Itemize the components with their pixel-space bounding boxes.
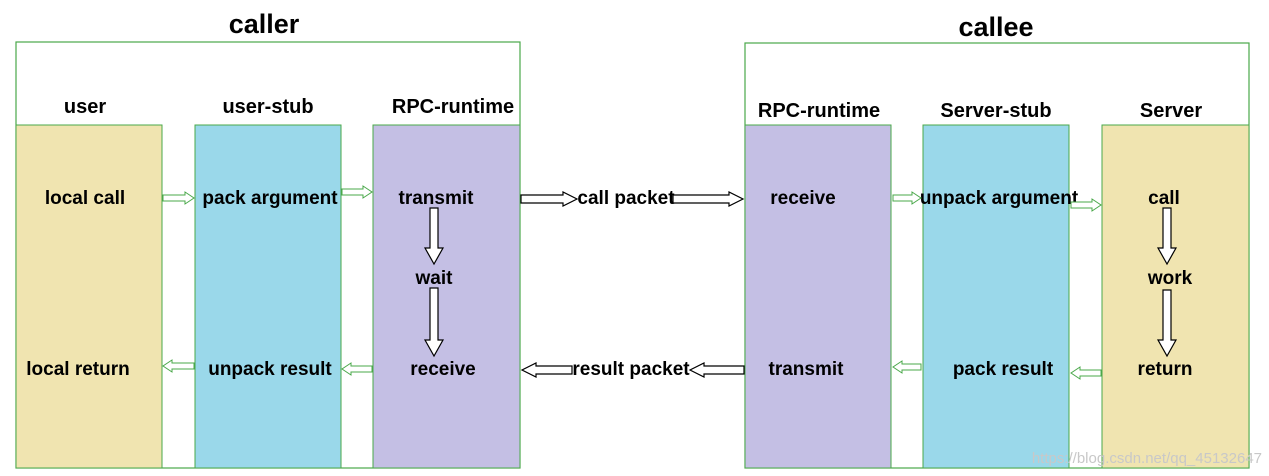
callee-title: callee [958,12,1033,42]
step-caller-wait: wait [415,268,454,289]
server-stub-column-title: Server-stub [940,100,1051,122]
callee-rpc-runtime-column [744,124,892,469]
server-column [1101,124,1250,469]
arrow-call-packet-left [520,191,579,207]
step-callee-receive: receive [770,188,836,209]
arrow-wait-to-receive [423,287,445,358]
flow-arrows [162,185,1178,380]
arrow-call-packet-right [672,191,745,207]
user-stub-column-title: user-stub [222,96,313,118]
watermark: https://blog.csdn.net/qq_45132647 [1032,450,1262,467]
step-caller-receive: receive [410,359,476,380]
arrow-server-stub-to-runtime [892,360,922,374]
step-unpack-result: unpack result [208,359,332,380]
arrow-runtime-to-server-stub [892,191,922,205]
arrow-stub-to-runtime [341,185,373,199]
step-server-work: work [1147,268,1193,289]
user-stub-column [194,124,342,469]
step-pack-argument: pack argument [202,188,338,209]
step-unpack-argument: unpack argument [920,188,1079,209]
step-local-return: local return [26,359,129,380]
user-column [15,124,163,469]
arrow-server-stub-to-server [1070,198,1102,212]
result-packet-label: result packet [572,359,690,380]
step-pack-result: pack result [953,359,1054,380]
step-local-call: local call [45,188,125,209]
arrow-transmit-to-wait [423,207,445,266]
arrow-work-to-return [1156,289,1178,358]
arrow-result-packet-left [520,362,573,378]
arrow-stub-to-user [162,359,195,373]
step-server-call: call [1148,188,1180,209]
arrow-user-to-stub [162,191,195,205]
step-caller-transmit: transmit [399,188,475,209]
step-server-return: return [1138,359,1193,380]
step-callee-transmit: transmit [769,359,845,380]
arrow-runtime-to-stub [341,362,373,376]
arrow-call-to-work [1156,207,1178,266]
arrow-server-to-server-stub [1070,366,1102,380]
caller-rpc-runtime-column [372,124,521,469]
call-packet-label: call packet [577,188,675,209]
arrow-result-packet-right [688,362,745,378]
server-stub-column [922,124,1070,469]
callee-rpc-runtime-title: RPC-runtime [758,100,880,122]
user-column-title: user [64,96,106,118]
caller-title: caller [229,9,300,39]
server-column-title: Server [1140,100,1202,122]
caller-rpc-runtime-title: RPC-runtime [392,96,514,118]
